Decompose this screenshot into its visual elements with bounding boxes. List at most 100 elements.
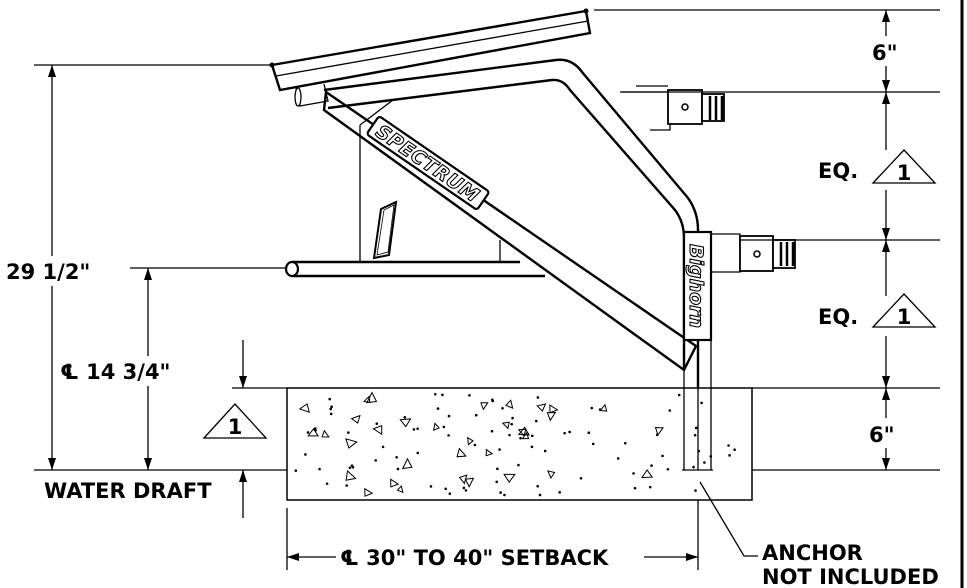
- aggregate-dot: [447, 434, 450, 437]
- aggregate-dot: [350, 464, 354, 468]
- bighorn-label: Bighorn: [685, 244, 707, 328]
- aggregate-mark: [536, 403, 547, 412]
- aggregate-mark: [517, 426, 531, 436]
- aggregate-dot: [563, 431, 566, 435]
- center-height-label: ℄ 14 3/4": [60, 360, 171, 384]
- aggregate-mark: [345, 469, 357, 481]
- aggregate-dot: [579, 476, 583, 480]
- aggregate-dot: [474, 413, 478, 417]
- eq-lower-label: EQ.: [818, 305, 858, 329]
- aggregate-dot: [648, 485, 652, 489]
- aggregate-dot: [412, 428, 416, 431]
- aggregate-dot: [501, 406, 504, 410]
- aggregate-dot: [727, 444, 730, 447]
- aggregate-dot: [329, 412, 333, 416]
- aggregate-dot: [733, 448, 736, 452]
- aggregate-dot: [325, 482, 329, 485]
- aggregate-mark: [485, 448, 494, 457]
- aggregate-dot: [499, 491, 502, 494]
- aggregate-dot: [616, 457, 620, 460]
- aggregate-dot: [543, 449, 547, 453]
- aggregate-dot: [536, 484, 539, 488]
- aggregate-dot: [462, 486, 466, 490]
- aggregate-dot: [666, 467, 670, 471]
- aggregate-dot: [693, 433, 697, 437]
- aggregate-dot: [530, 445, 534, 449]
- aggregate-dot: [441, 393, 444, 397]
- aggregate-dot: [318, 467, 321, 471]
- aggregate-dot: [655, 433, 659, 437]
- aggregate-mark: [505, 399, 514, 409]
- aggregate-mark: [467, 436, 474, 446]
- setback-dimension: ℄ 30" TO 40" SETBACK: [286, 500, 699, 570]
- aggregate-mark: [307, 427, 320, 437]
- callout-triangle-lower: 1: [871, 293, 937, 329]
- aggregate-dot: [587, 431, 591, 435]
- aggregate-mark: [390, 478, 400, 488]
- aggregate-dot: [345, 484, 349, 487]
- aggregate-dot: [381, 445, 385, 449]
- aggregate-mark: [503, 473, 516, 483]
- aggregate-mark: [464, 477, 475, 488]
- setback-label: ℄ 30" TO 40" SETBACK: [340, 546, 609, 570]
- aggregate-mark: [521, 431, 530, 440]
- aggregate-mark: [345, 438, 358, 449]
- aggregate-dot: [448, 492, 452, 495]
- aggregate-mark: [480, 402, 489, 411]
- aggregate-mark: [432, 422, 440, 432]
- svg-text:1: 1: [897, 161, 912, 185]
- svg-text:1: 1: [228, 415, 243, 439]
- aggregate-mark: [321, 429, 330, 438]
- aggregate-mark: [547, 470, 556, 480]
- eq-upper-label: EQ.: [818, 159, 858, 183]
- aggregate-dot: [703, 461, 706, 464]
- aggregate-mark: [549, 404, 559, 414]
- aggregate-mark: [546, 412, 557, 422]
- aggregate-dot: [591, 442, 595, 446]
- aggregate-dot: [294, 469, 298, 472]
- right-dimension-stack: 6" EQ. 1 EQ. 1 6": [594, 9, 940, 471]
- aggregate-dot: [677, 393, 681, 397]
- aggregate-dot: [694, 489, 697, 492]
- aggregate-dot: [306, 431, 310, 434]
- aggregate-dot: [558, 491, 561, 494]
- concrete-slab: [286, 387, 753, 501]
- aggregate-dot: [374, 459, 377, 462]
- aggregate-dot: [347, 431, 350, 434]
- aggregate-dot: [328, 397, 332, 401]
- aggregate-dot: [568, 430, 571, 434]
- aggregate-dot: [496, 467, 499, 471]
- anchor-label-line2: NOT INCLUDED: [762, 565, 939, 588]
- aggregate-mark: [363, 395, 371, 404]
- spectrum-label: SPECTRUM: [372, 121, 484, 207]
- lower-rung: [284, 260, 545, 278]
- mount-number-graphic: [372, 200, 398, 260]
- lower-hinge-bracket: [711, 233, 796, 273]
- svg-text:1: 1: [897, 305, 912, 329]
- callout-triangle-left: 1: [202, 403, 268, 439]
- aggregate-dot: [396, 467, 400, 471]
- left-dimensions: 29 1/2" ℄ 14 3/4" 1 WATER DRAFT: [4, 64, 287, 518]
- aggregate-dot: [429, 485, 433, 488]
- water-draft-label: WATER DRAFT: [44, 479, 212, 503]
- aggregate-dot: [330, 405, 333, 409]
- aggregate-dot: [536, 396, 540, 399]
- aggregate-dot: [534, 419, 538, 423]
- aggregate-dot: [650, 464, 653, 467]
- aggregate-mark: [298, 403, 310, 413]
- aggregate-dot: [728, 454, 731, 457]
- aggregate-dot: [473, 443, 477, 447]
- aggregate-mark: [640, 469, 654, 479]
- aggregate-dot: [668, 409, 672, 412]
- aggregate-dot: [403, 416, 407, 419]
- aggregate-dot: [375, 422, 379, 425]
- aggregate-dot: [623, 441, 627, 445]
- aggregate-dot: [538, 493, 542, 497]
- aggregate-mark: [350, 414, 361, 424]
- anchor-label-line1: ANCHOR: [762, 541, 863, 565]
- aggregate-dot: [468, 394, 471, 397]
- aggregate-dot: [700, 401, 703, 405]
- aggregate-mark: [654, 427, 664, 437]
- aggregate-dot: [447, 414, 451, 418]
